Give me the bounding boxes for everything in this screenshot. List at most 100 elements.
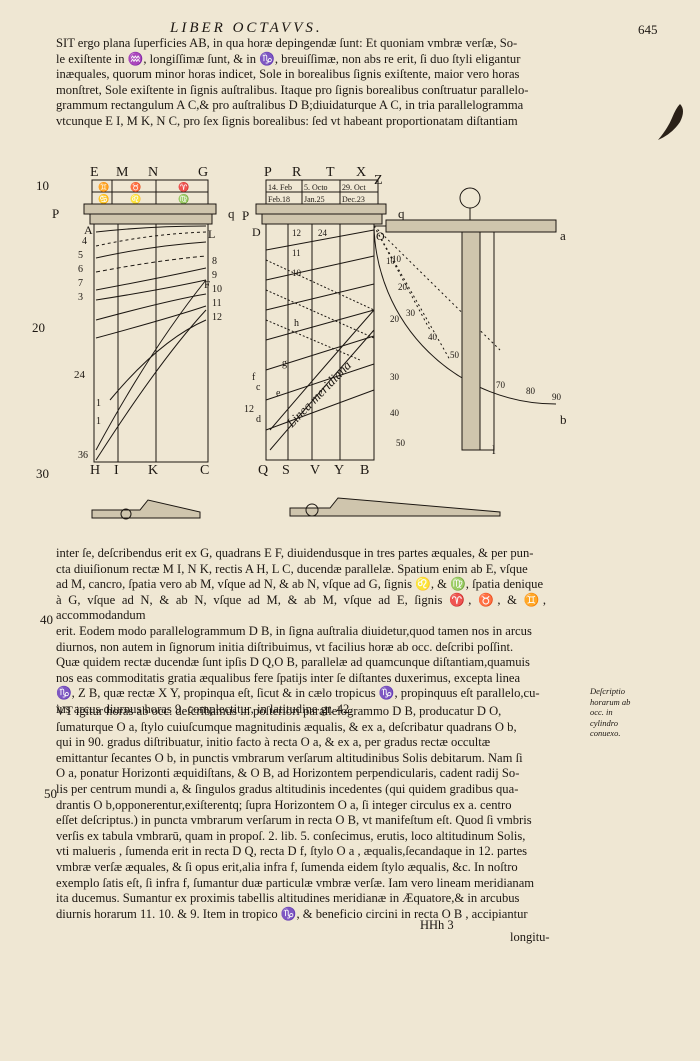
ink-blot [658,104,683,140]
letter-N: N [148,165,158,180]
text-line: monſtret, Sole exiſtente in ſignis auſtr… [56,82,529,97]
text-line: verſis ex tabula vmbrarū, quam in propoſ… [56,828,526,843]
letter-P: P [264,165,272,180]
text-line: diurnis horarum 11. 10. & 9. Item in tro… [56,906,528,921]
sign-cancer: ♋ [98,193,109,204]
text-line: inter ſe, deſcribendus erit ex G, quadra… [56,546,534,560]
text-line: ita ducemus. Sumantur ex proximis tabell… [56,891,520,906]
hour-label: 24 [74,369,86,381]
left-parallelogram: E M N G ♊ ♉ ♈ ♋ ♌ ♍ P q A L [52,165,235,520]
sundial-figure: E M N G ♊ ♉ ♈ ♋ ♌ ♍ P q A L [52,165,567,520]
text-line: le exiſtente in ♒, longiſſimæ ſunt, & in… [56,51,521,66]
label-q: q [398,206,405,221]
label-h: h [294,318,299,329]
scale-number: 30 [390,372,400,382]
signature-mark: HHh 3 [420,918,454,932]
line-number: 20 [32,320,45,335]
hour-label: 12 [212,312,222,323]
letter-Y: Y [334,463,344,478]
hour-label: 5 [78,250,83,261]
degree-label: 90 [552,392,562,402]
label-q: q [228,206,235,221]
text-line: drantis O b,opponerentur,exiſterentq; ſu… [56,797,512,812]
scale-number: 10 [386,256,396,266]
label-l: l [492,442,496,457]
label-F: F [204,279,210,291]
label-d: d [256,414,261,425]
letter-T: T [326,165,335,180]
line-number: 50 [44,786,57,801]
letter-V: V [310,463,320,478]
sign-leo: ♌ [130,193,141,204]
text-line: ♑, Z B, quæ rectæ X Y, propinqua eſt, ſi… [56,686,540,701]
date-label: 5. Octo [304,183,328,192]
letter-M: M [116,165,129,180]
text-line: vti malueris , ſumenda erit in recta D Q… [56,844,528,859]
label-g: g [282,358,287,369]
scale-number: 20 [390,314,400,324]
scale-number: 50 [396,438,406,448]
sign-taurus: ♉ [130,181,141,192]
hour-label: 3 [78,292,83,303]
hour-label: 1 [96,398,101,409]
text-line: ad M, cancro, ſpatia vero ab M, vſque ad… [56,577,544,592]
scale-number: 40 [390,408,400,418]
hour-label: 1 [96,416,101,427]
grid-number: 24 [318,228,328,238]
text-line: exemplo ſatis eſt, ſi infra f, ſumantur … [56,875,535,890]
hour-label: 4 [82,236,87,247]
text-line: SIT ergo plana ſuperficies AB, in qua ho… [56,36,518,50]
letter-H: H [90,463,100,478]
paragraph-1: SIT ergo plana ſuperficies AB, in qua ho… [56,36,546,130]
letter-E: E [90,165,99,180]
label-O: O [376,229,385,243]
margin-note: Deſcriptio horarum ab occ. in cylindro c… [590,686,631,738]
line-number: 10 [36,178,49,193]
catchword: longitu- [510,930,550,944]
degree-label: 30 [406,308,416,318]
hour-label: 10 [212,284,222,295]
text-line: ſumaturque O a, ſtylo cuiuſcumque magnit… [56,719,517,734]
degree-label: 50 [450,350,460,360]
letter-I: I [114,463,119,478]
letter-Q: Q [258,463,268,478]
text-line: diurnos, non autem in ſignorum initia di… [56,639,514,654]
text-line: VT igitur horas ab occ. deſcribamus in p… [56,704,502,718]
running-title: LIBER OCTAVVS. [170,20,323,36]
letter-X: X [356,165,366,180]
hour-label: 6 [78,264,83,275]
text-line: ius arcus diurnus horas 9. complectitur,… [56,701,353,716]
sign-gemini: ♊ [98,181,109,192]
text-line: inæquales, quorum minor horas indicet, S… [56,67,520,82]
label-L: L [208,227,215,241]
date-label: 29. Oct [342,183,366,192]
date-label: Feb.18 [268,195,290,204]
sign-aries: ♈ [178,181,189,192]
label-e: e [276,388,281,399]
paragraph-3: VT igitur horas ab occ. deſcribamus in p… [56,704,546,922]
text-line: eſſet deſcriptus.) in puncta vmbrarum ve… [56,813,532,828]
label-p: P [52,206,59,221]
hour-label: 36 [78,450,88,461]
grid-number: 11 [292,248,301,258]
letter-R: R [292,165,302,180]
degree-label: 80 [526,386,536,396]
line-number: 30 [36,466,49,481]
right-parallelogram: P R T X Z 14. Feb 5. Octo 29. Oct Feb.18… [242,165,567,517]
label-f: f [252,372,256,383]
letter-K: K [148,463,158,478]
letter-G: G [198,165,208,180]
meridian-label: Linea meridiana [283,357,355,431]
sign-virgo: ♍ [178,193,189,204]
line-number: 40 [40,612,53,627]
text-line: emittantur ſecantes O b, in punctis vmbr… [56,750,523,765]
label-A: A [84,223,93,237]
grid-number: 10 [292,268,302,278]
text-line: nos eas commoditatis gratia æqualibus fe… [56,670,521,685]
text-line: Quæ quidem rectæ ducendæ ſunt ipſis D Q,… [56,655,530,670]
text-line: qui in 90. gradus diſtribuatur, initio f… [56,735,491,750]
degree-label: 20 [398,282,408,292]
label-D: D [252,225,261,239]
text-line: à G, vſque ad N, & ab N, vſque ad M, & a… [56,592,546,623]
